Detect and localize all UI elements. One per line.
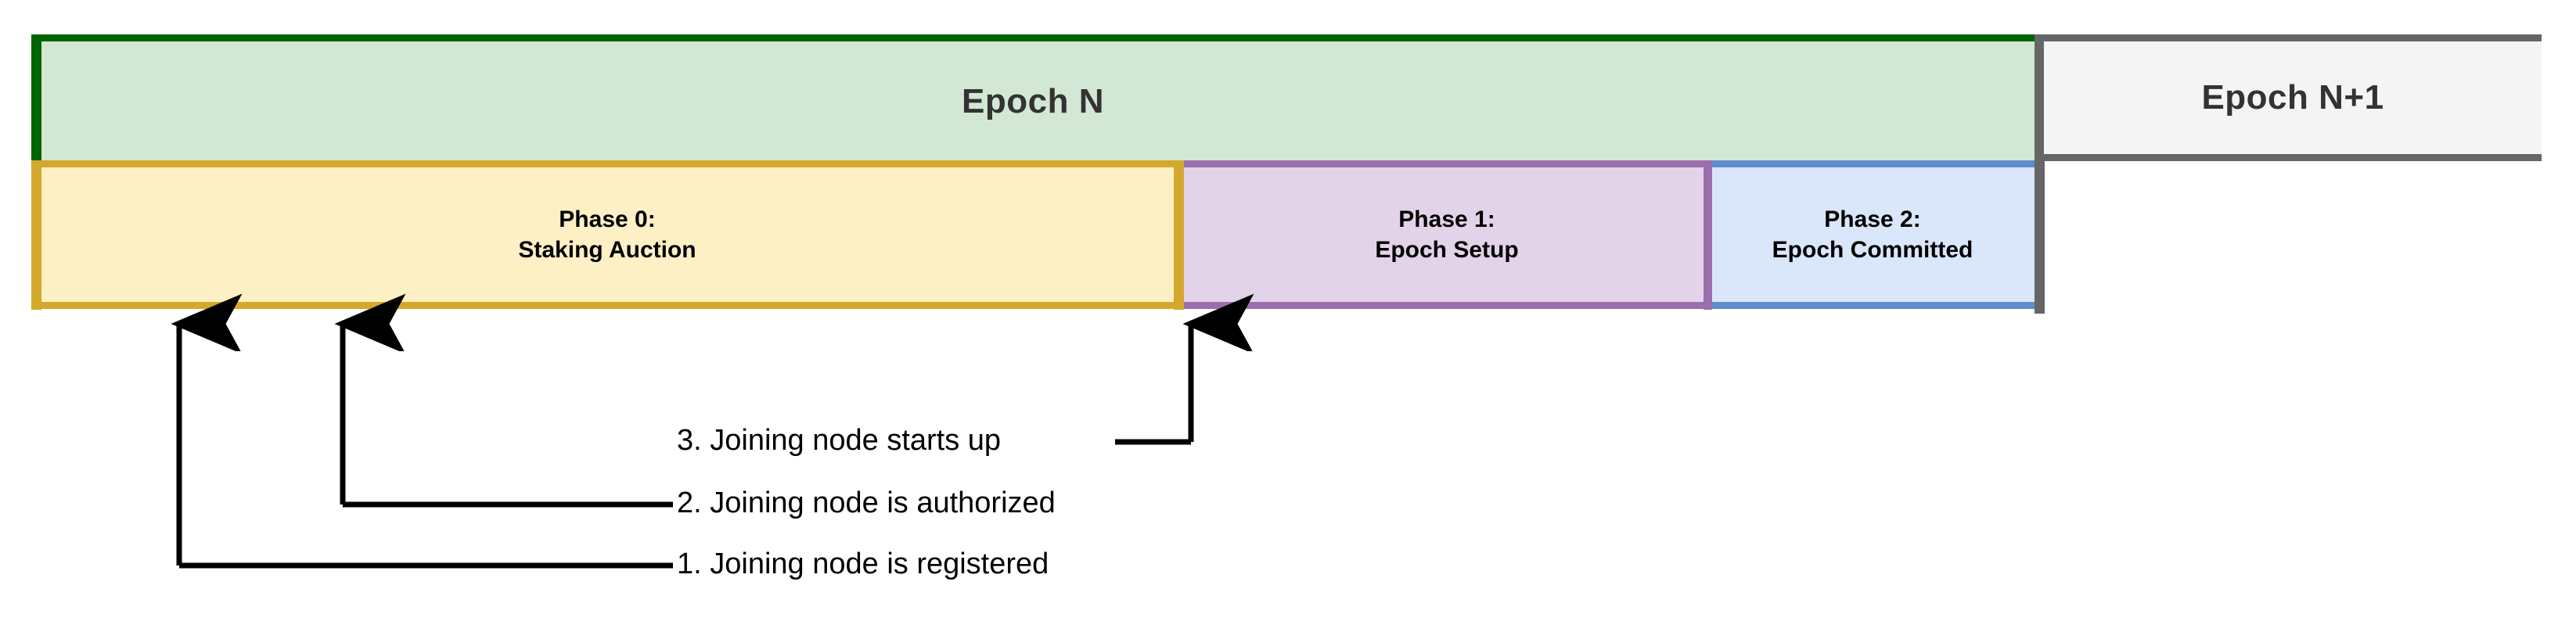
phase-1-end-marker xyxy=(1704,160,1712,310)
epoch-boundary-divider xyxy=(2035,34,2045,314)
callout-3-label: 3. Joining node starts up xyxy=(677,424,1002,457)
phase-1-title: Phase 1: xyxy=(1398,206,1495,232)
phase-1-block: Phase 1: Epoch Setup xyxy=(1183,160,1711,309)
phase-0-subtitle: Staking Auction xyxy=(518,237,696,263)
epoch-current-label: Epoch N xyxy=(962,81,1104,120)
phase-0-block: Phase 0: Staking Auction xyxy=(31,160,1183,309)
callout-1-leader xyxy=(179,324,673,569)
epoch-current-band: Epoch N xyxy=(31,34,2035,161)
epoch-next-label: Epoch N+1 xyxy=(2201,78,2384,117)
epoch-next-band: Epoch N+1 xyxy=(2044,34,2542,161)
phase-0-start-marker xyxy=(31,160,41,310)
callout-1-label: 1. Joining node is registered xyxy=(677,548,1049,580)
phase-2-title: Phase 2: xyxy=(1824,206,1921,232)
phase-2-block: Phase 2: Epoch Committed xyxy=(1711,160,2035,309)
phase-1-subtitle: Epoch Setup xyxy=(1375,237,1519,263)
epoch-current-left-marker xyxy=(31,34,41,161)
phase-0-title: Phase 0: xyxy=(559,206,656,232)
callout-2-leader xyxy=(343,324,673,508)
phase-2-subtitle: Epoch Committed xyxy=(1772,237,1973,263)
phase-0-end-marker xyxy=(1174,160,1184,310)
callout-3-leader xyxy=(1115,324,1191,445)
callout-2-label: 2. Joining node is authorized xyxy=(677,487,1056,519)
